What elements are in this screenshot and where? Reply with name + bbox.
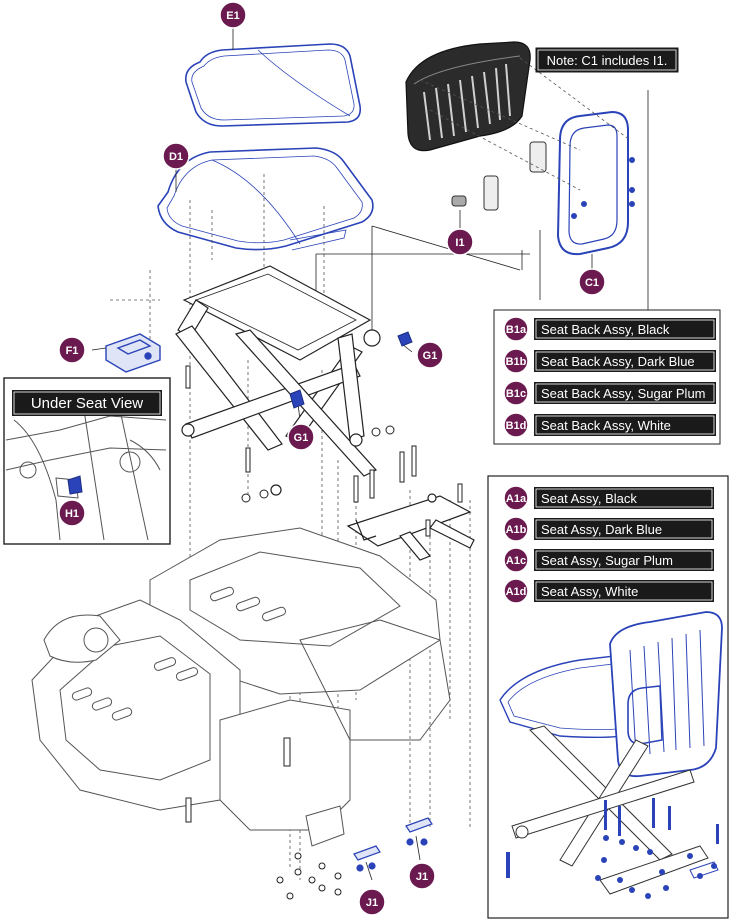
clip-j1-left bbox=[353, 845, 381, 872]
part-code-badge: B1c bbox=[506, 388, 526, 400]
seat-back-parts-list: B1a Seat Back Assy, Black B1b Seat Back … bbox=[493, 309, 721, 445]
callout-j1-right: J1 bbox=[408, 862, 436, 890]
callout-f1: F1 bbox=[58, 336, 86, 364]
part-description: Seat Back Assy, Black bbox=[541, 322, 670, 337]
part-code-badge: B1d bbox=[506, 420, 527, 432]
part-description: Seat Assy, Sugar Plum bbox=[541, 553, 673, 568]
part-description: Seat Assy, Black bbox=[541, 491, 637, 506]
callout-label: G1 bbox=[294, 432, 309, 444]
callout-label: J1 bbox=[416, 871, 428, 883]
seat-cushion-e1 bbox=[184, 43, 362, 127]
callout-label: C1 bbox=[585, 277, 599, 289]
list-item: B1a Seat Back Assy, Black bbox=[503, 316, 716, 342]
scooter-base bbox=[31, 527, 451, 847]
pivot-bracket-f1 bbox=[105, 333, 161, 373]
callout-e1: E1 bbox=[219, 1, 247, 29]
list-item: A1b Seat Assy, Dark Blue bbox=[503, 516, 714, 542]
part-code-badge: A1a bbox=[506, 493, 527, 505]
callout-label: H1 bbox=[65, 508, 79, 520]
callout-label: I1 bbox=[455, 237, 464, 249]
mount-bracket bbox=[346, 493, 475, 561]
seat-parts-list: A1a Seat Assy, Black A1b Seat Assy, Dark… bbox=[487, 475, 729, 919]
list-item: B1d Seat Back Assy, White bbox=[503, 412, 716, 438]
list-item: A1c Seat Assy, Sugar Plum bbox=[503, 547, 714, 573]
part-description: Seat Back Assy, Dark Blue bbox=[541, 354, 695, 369]
hardware-bolts bbox=[185, 365, 463, 823]
hardware-nuts bbox=[276, 852, 342, 900]
list-item: A1d Seat Assy, White bbox=[503, 578, 714, 604]
seat-frame bbox=[175, 265, 381, 496]
inset-title: Under Seat View bbox=[31, 395, 143, 412]
part-code-badge: B1a bbox=[506, 324, 527, 336]
leader-lines bbox=[71, 26, 649, 881]
part-code-badge: A1c bbox=[506, 555, 526, 567]
back-frame-c1 bbox=[556, 110, 635, 256]
callout-label: F1 bbox=[66, 345, 79, 357]
knob-g1-right bbox=[397, 331, 413, 347]
callout-g1-center: G1 bbox=[287, 423, 315, 451]
callout-label: G1 bbox=[423, 350, 438, 362]
list-item: B1c Seat Back Assy, Sugar Plum bbox=[503, 380, 716, 406]
callout-d1: D1 bbox=[162, 142, 190, 170]
part-code-badge: A1d bbox=[506, 586, 527, 598]
seat-back-shell bbox=[405, 41, 531, 152]
note-text: Note: C1 includes I1. bbox=[547, 53, 668, 68]
callout-label: E1 bbox=[226, 10, 239, 22]
under-seat-inset: Under Seat View bbox=[3, 377, 171, 545]
callout-c1: C1 bbox=[578, 268, 606, 296]
list-item: B1b Seat Back Assy, Dark Blue bbox=[503, 348, 716, 374]
clip-j1-right bbox=[405, 817, 433, 846]
part-description: Seat Back Assy, White bbox=[541, 418, 671, 433]
part-description: Seat Assy, White bbox=[541, 584, 638, 599]
callout-h1: H1 bbox=[58, 499, 86, 527]
part-code-badge: A1b bbox=[506, 524, 527, 536]
callout-i1: I1 bbox=[446, 228, 474, 256]
callout-g1-right: G1 bbox=[416, 341, 444, 369]
knob-g1-center bbox=[289, 389, 305, 409]
list-item: A1a Seat Assy, Black bbox=[503, 485, 714, 511]
callout-j1-left: J1 bbox=[358, 888, 386, 916]
assembled-seat-thumbnail bbox=[499, 611, 723, 899]
part-description: Seat Assy, Dark Blue bbox=[541, 522, 662, 537]
hinge-brackets bbox=[451, 141, 547, 211]
part-description: Seat Back Assy, Sugar Plum bbox=[541, 386, 706, 401]
note-box: Note: C1 includes I1. bbox=[535, 47, 679, 73]
callout-label: D1 bbox=[169, 151, 183, 163]
seat-pan-d1 bbox=[157, 147, 374, 251]
part-code-badge: B1b bbox=[506, 356, 527, 368]
callout-label: J1 bbox=[366, 897, 378, 909]
